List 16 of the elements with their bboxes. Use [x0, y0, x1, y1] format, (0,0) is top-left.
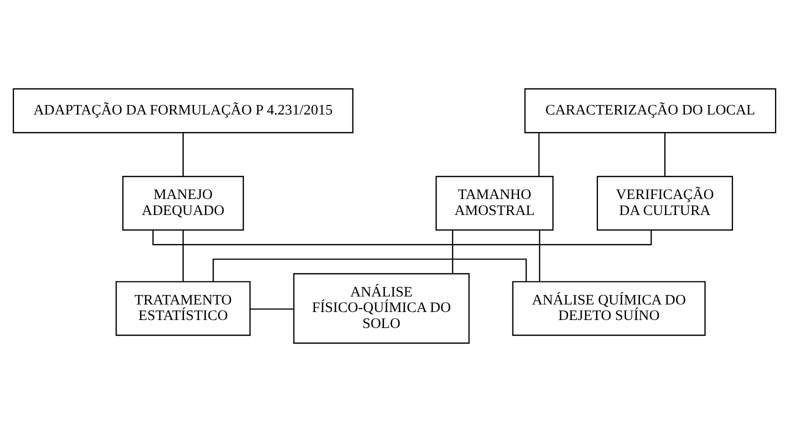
node-box: CARACTERIZAÇÃO DO LOCAL — [524, 88, 776, 134]
connector — [212, 258, 527, 282]
connector — [538, 132, 540, 176]
node-box: TRATAMENTO ESTATÍSTICO — [116, 281, 251, 336]
connector — [182, 230, 184, 282]
node-box: ADAPTAÇÃO DA FORMULAÇÃO P 4.231/2015 — [12, 88, 354, 134]
node-box: TAMANHO AMOSTRAL — [436, 176, 554, 231]
connector — [182, 132, 184, 176]
connector — [664, 132, 666, 176]
connector — [538, 230, 540, 282]
node-box: ANÁLISE FÍSICO-QUÍMICA DO SOLO — [293, 273, 470, 344]
node-box: ANÁLISE QUÍMICA DO DEJETO SUÍNO — [512, 281, 706, 336]
node-box: VERIFICAÇÃO DA CULTURA — [596, 176, 734, 231]
connector — [452, 230, 454, 274]
connector — [250, 308, 294, 310]
node-box: MANEJO ADEQUADO — [122, 176, 244, 231]
